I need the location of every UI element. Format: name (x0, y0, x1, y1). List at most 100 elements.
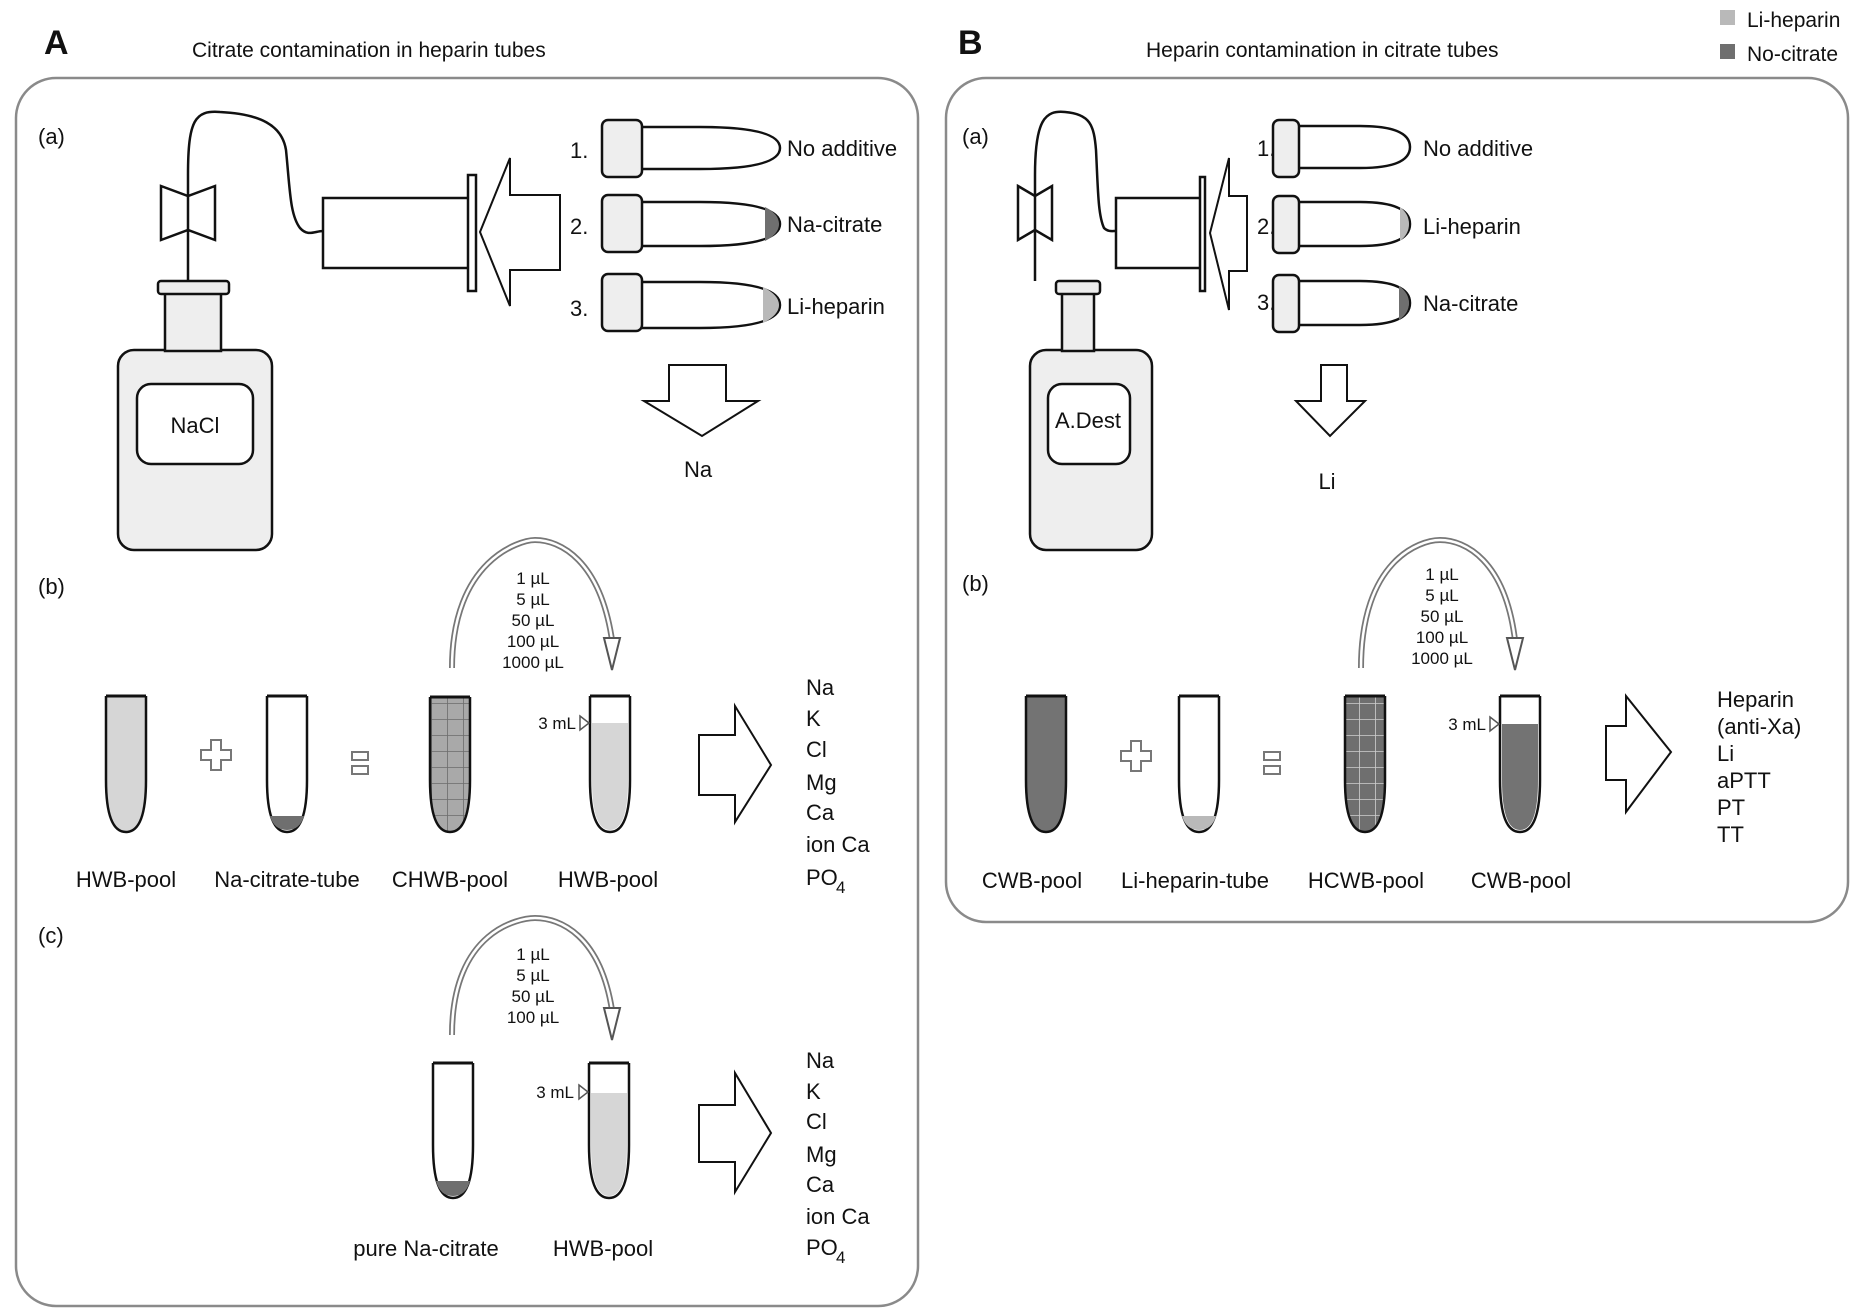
svg-text:ion Ca: ion Ca (806, 1204, 870, 1229)
svg-text:Mg: Mg (806, 1142, 837, 1167)
right-arrow-icon (698, 1069, 773, 1196)
svg-text:K: K (806, 706, 821, 731)
tube-labels: CWB-pool Li-heparin-tube HCWB-pool CWB-p… (982, 868, 1571, 893)
svg-text:PT: PT (1717, 795, 1745, 820)
tube-item: 1. No additive (570, 118, 897, 179)
volume-list: 1 µL 5 µL 50 µL 100 µL 1000 µL (502, 569, 564, 672)
panel-a-title: Citrate contamination in heparin tubes (192, 39, 546, 62)
push-arrow-icon (1208, 157, 1248, 311)
svg-text:Cl: Cl (806, 1109, 827, 1134)
legend-label-li-heparin: Li-heparin (1747, 9, 1840, 32)
svg-text:Na-citrate: Na-citrate (787, 212, 882, 237)
svg-text:Na-citrate-tube: Na-citrate-tube (214, 867, 360, 892)
tube-item: 3. Na-citrate (1257, 273, 1518, 334)
tube-li-heparin (1177, 694, 1221, 834)
svg-text:K: K (806, 1079, 821, 1104)
equals-icon (1263, 751, 1281, 775)
panel-b-sub-b-label: (b) (962, 571, 989, 596)
fill-mark-3ml: 3 mL (536, 1083, 574, 1102)
svg-text:5 µL: 5 µL (1425, 586, 1458, 605)
svg-text:Li-heparin-tube: Li-heparin-tube (1121, 868, 1269, 893)
svg-text:100 µL: 100 µL (507, 1008, 559, 1027)
svg-text:1.: 1. (570, 138, 588, 163)
volume-list: 1 µL 5 µL 50 µL 100 µL (507, 945, 559, 1027)
horizontal-tube-list-a: 1. No additive 2. Na-citrate 3. Li-hepar… (570, 118, 897, 333)
tube-cwb-pool (1024, 694, 1068, 834)
svg-text:No additive: No additive (1423, 136, 1533, 161)
right-arrow-icon (698, 702, 773, 826)
analyte-list: Na K Cl Mg Ca ion Ca PO 4 (806, 1048, 870, 1267)
svg-text:1 µL: 1 µL (516, 569, 549, 588)
valve-icon (1016, 110, 1117, 281)
panel-a-frame (14, 76, 920, 1308)
svg-text:CWB-pool: CWB-pool (982, 868, 1082, 893)
panel-a-sub-c-label: (c) (38, 923, 64, 948)
adest-bottle: A.Dest (1028, 279, 1154, 552)
svg-text:5 µL: 5 µL (516, 590, 549, 609)
svg-text:50 µL: 50 µL (512, 987, 555, 1006)
svg-text:Ca: Ca (806, 1172, 835, 1197)
tube-na-citrate (265, 694, 309, 834)
equals-icon (351, 751, 369, 775)
svg-text:1 µL: 1 µL (1425, 565, 1458, 584)
fill-mark-3ml: 3 mL (1448, 715, 1486, 734)
panel-a-letter: A (44, 24, 69, 62)
syringe-icon (321, 157, 561, 307)
svg-text:Li-heparin: Li-heparin (787, 294, 885, 319)
svg-text:100 µL: 100 µL (1416, 628, 1468, 647)
svg-text:CWB-pool: CWB-pool (1471, 868, 1571, 893)
svg-text:Mg: Mg (806, 770, 837, 795)
panel-a-sub-b-label: (b) (38, 574, 65, 599)
plus-icon (1120, 740, 1152, 772)
tube-hwb-pool-target: 3 mL (538, 694, 632, 834)
result-na: Na (684, 457, 713, 482)
tube-item: 1. No additive (1257, 118, 1533, 179)
tube-item: 2. Na-citrate (570, 193, 882, 254)
panel-b-frame (944, 76, 1850, 924)
push-arrow-icon (478, 157, 561, 307)
panel-b-letter: B (958, 24, 983, 62)
panel-b: B Heparin contamination in citrate tubes… (944, 24, 1850, 924)
nacl-bottle: NaCl (116, 279, 274, 552)
horizontal-tube-list-b: 1. No additive 2. Li-heparin 3. Na-citra… (1257, 118, 1533, 334)
svg-text:CHWB-pool: CHWB-pool (392, 867, 508, 892)
tube-item: 2. Li-heparin (1257, 194, 1521, 255)
svg-text:1000 µL: 1000 µL (502, 653, 564, 672)
svg-text:Na: Na (806, 1048, 835, 1073)
plus-icon (200, 739, 232, 771)
tube-chwb-pool (428, 695, 472, 834)
svg-text:Heparin: Heparin (1717, 687, 1794, 712)
svg-text:Ca: Ca (806, 800, 835, 825)
valve-icon (159, 110, 324, 281)
svg-text:3.: 3. (570, 296, 588, 321)
svg-text:1000 µL: 1000 µL (1411, 649, 1473, 668)
svg-text:HWB-pool: HWB-pool (558, 867, 658, 892)
result-li: Li (1318, 469, 1335, 494)
svg-text:HCWB-pool: HCWB-pool (1308, 868, 1424, 893)
svg-text:Li: Li (1717, 741, 1734, 766)
svg-text:4: 4 (836, 878, 845, 897)
tube-labels: pure Na-citrate HWB-pool (353, 1236, 653, 1261)
tube-hcwb-pool (1343, 694, 1387, 834)
tube-item: 3. Li-heparin (570, 272, 885, 333)
svg-text:pure Na-citrate: pure Na-citrate (353, 1236, 499, 1261)
svg-text:No additive: No additive (787, 136, 897, 161)
right-arrow-icon (1605, 693, 1673, 815)
tube-labels: HWB-pool Na-citrate-tube CHWB-pool HWB-p… (76, 867, 658, 892)
legend-label-no-citrate: No-citrate (1747, 43, 1838, 66)
analyte-list: Heparin (anti-Xa) Li aPTT PT TT (1717, 687, 1801, 847)
svg-text:ion Ca: ion Ca (806, 832, 870, 857)
svg-text:1 µL: 1 µL (516, 945, 549, 964)
svg-text:HWB-pool: HWB-pool (553, 1236, 653, 1261)
legend-swatch-no-citrate (1720, 44, 1735, 59)
svg-text:PO: PO (806, 865, 838, 890)
svg-text:100 µL: 100 µL (507, 632, 559, 651)
panel-b-sub-a-label: (a) (962, 124, 989, 149)
svg-text:Li-heparin: Li-heparin (1423, 214, 1521, 239)
panel-b-title: Heparin contamination in citrate tubes (1146, 39, 1499, 62)
svg-text:PO: PO (806, 1235, 838, 1260)
svg-text:Na-citrate: Na-citrate (1423, 291, 1518, 316)
svg-text:TT: TT (1717, 822, 1744, 847)
volume-list: 1 µL 5 µL 50 µL 100 µL 1000 µL (1411, 565, 1473, 668)
